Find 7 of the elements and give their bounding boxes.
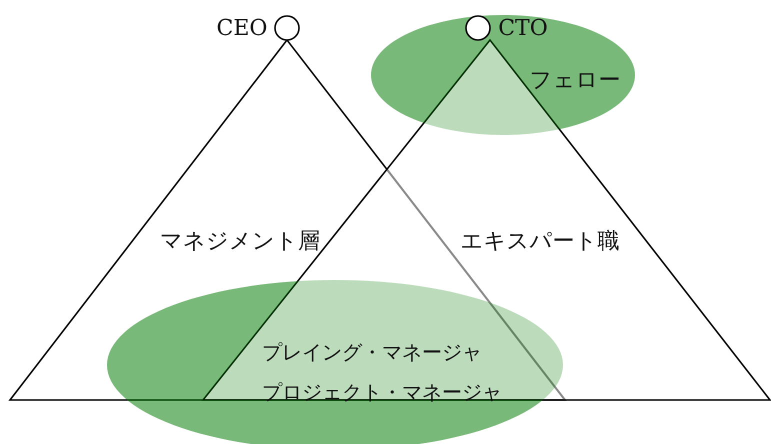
role-label: フェロー	[530, 70, 620, 92]
region-label: マネジメント層	[160, 231, 320, 253]
role-label: CTO	[498, 18, 548, 40]
role-label: プレイング・マネージャ	[262, 342, 482, 362]
region-label: エキスパート職	[460, 231, 620, 253]
role-label: プロジェクト・マネージャ	[262, 382, 502, 402]
role-label: CEO	[216, 18, 268, 40]
